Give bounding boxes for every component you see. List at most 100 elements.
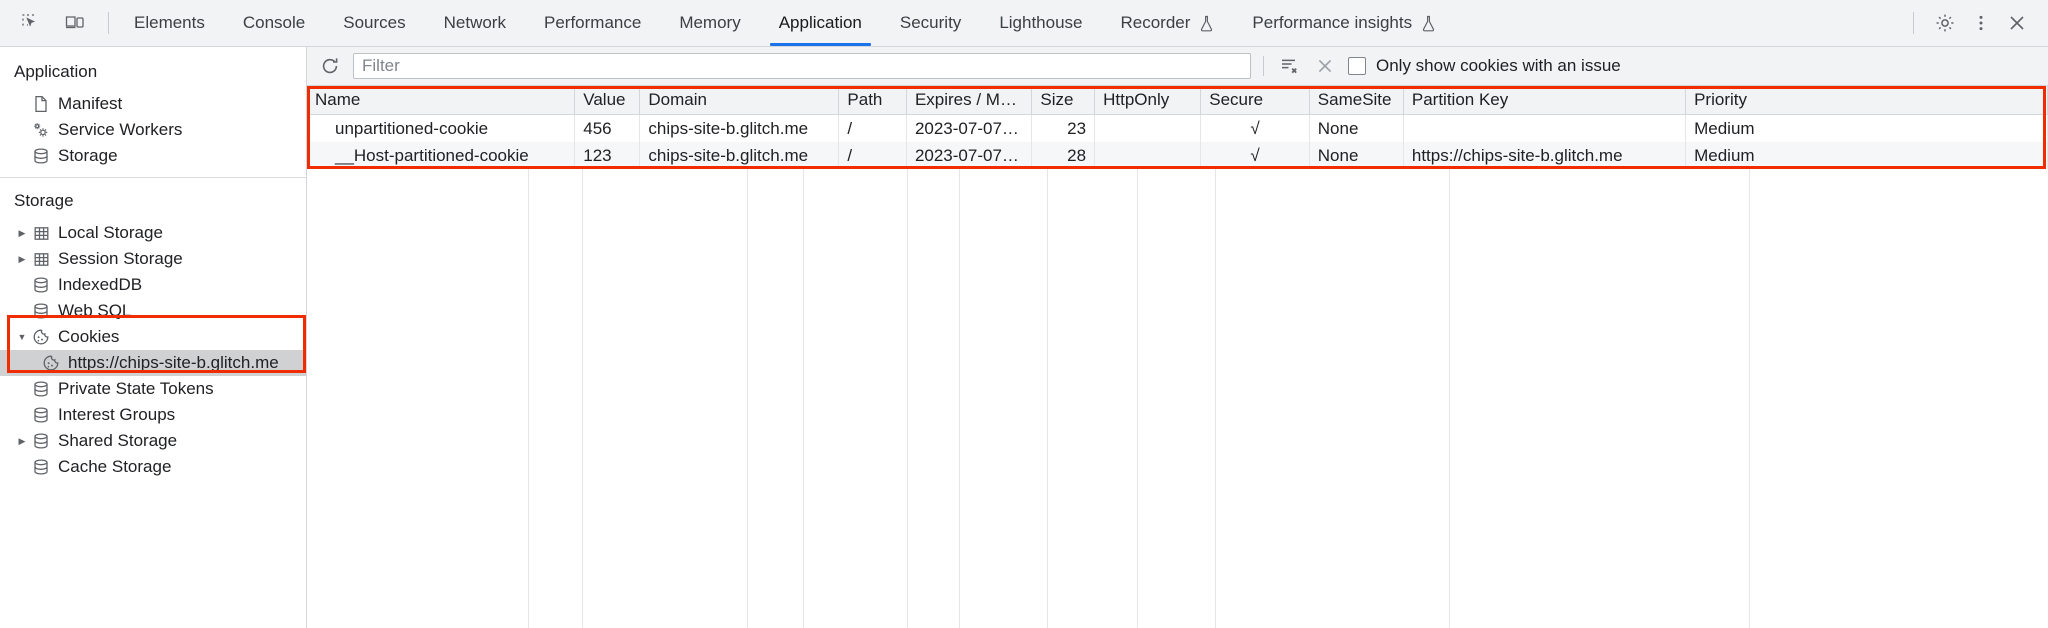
sidebar-item-shared-storage[interactable]: ▶ Shared Storage	[0, 428, 306, 454]
column-header-path[interactable]: Path	[838, 86, 907, 115]
tab-recorder[interactable]: Recorder	[1102, 0, 1234, 46]
tab-label: Security	[899, 13, 962, 32]
sidebar-divider	[0, 177, 306, 178]
sidebar-item-label: Web SQL	[58, 301, 132, 320]
sidebar-item-label: Local Storage	[58, 223, 163, 242]
column-header-partition-key[interactable]: Partition Key	[1403, 86, 1687, 115]
cell-name: __Host-partitioned-cookie	[307, 142, 576, 169]
cell-secure: √	[1200, 114, 1310, 142]
cell-partition-key: https://chips-site-b.glitch.me	[1403, 142, 1687, 169]
table-row[interactable]: unpartitioned-cookie 456 chips-site-b.gl…	[307, 114, 2048, 142]
expand-arrow-icon[interactable]: ▶	[18, 253, 26, 264]
column-header-httponly[interactable]: HttpOnly	[1094, 86, 1202, 115]
expand-arrow-icon[interactable]: ▶	[18, 435, 26, 446]
sidebar-item-cookies[interactable]: ▼ Cookies	[0, 324, 306, 350]
toolbar-divider	[1263, 56, 1264, 76]
database-icon	[30, 379, 52, 399]
tab-security[interactable]: Security	[881, 0, 980, 46]
cell-priority: Medium	[1685, 114, 2048, 142]
sidebar-item-cookie-origin[interactable]: https://chips-site-b.glitch.me	[0, 350, 306, 376]
sidebar-item-label: Interest Groups	[58, 405, 176, 424]
sidebar-item-label: Shared Storage	[58, 431, 178, 450]
gear-icon[interactable]	[1928, 6, 1962, 40]
only-issues-label: Only show cookies with an issue	[1376, 56, 1621, 75]
sidebar-item-service-workers[interactable]: ▶ Service Workers	[0, 117, 306, 143]
tab-application[interactable]: Application	[760, 0, 881, 46]
only-issues-checkbox-row[interactable]: Only show cookies with an issue	[1348, 56, 1621, 76]
sidebar-item-label: IndexedDB	[58, 275, 143, 294]
tab-memory[interactable]: Memory	[660, 0, 759, 46]
tab-lighthouse[interactable]: Lighthouse	[980, 0, 1101, 46]
sidebar-item-manifest[interactable]: ▶ Manifest	[0, 91, 306, 117]
device-toolbar-icon[interactable]	[58, 6, 92, 40]
refresh-icon[interactable]	[317, 53, 343, 79]
close-icon[interactable]	[2000, 6, 2034, 40]
cell-size: 23	[1031, 114, 1096, 142]
tab-performance[interactable]: Performance	[525, 0, 660, 46]
kebab-menu-icon[interactable]	[1964, 6, 1998, 40]
sidebar-item-local-storage[interactable]: ▶ Local Storage	[0, 220, 306, 246]
tab-label: Memory	[679, 13, 741, 32]
panel-tabs: Elements Console Sources Network Perform…	[115, 0, 1455, 46]
cookies-grid-container: Name Value Domain Path Expires / M… Size…	[307, 86, 2048, 628]
document-icon	[30, 94, 52, 114]
tab-label: Recorder	[1120, 13, 1191, 32]
expand-arrow-icon[interactable]: ▶	[18, 227, 26, 238]
sidebar-item-session-storage[interactable]: ▶ Session Storage	[0, 246, 306, 272]
gears-icon	[30, 120, 52, 140]
sidebar-item-web-sql[interactable]: ▶ Web SQL	[0, 298, 306, 324]
sidebar-item-storage[interactable]: ▶ Storage	[0, 143, 306, 169]
cell-samesite: None	[1309, 142, 1404, 169]
column-header-priority[interactable]: Priority	[1685, 86, 2048, 115]
grid-empty-columns	[307, 169, 2048, 628]
sidebar-item-label: Session Storage	[58, 249, 183, 268]
cell-secure: √	[1200, 142, 1310, 169]
sidebar-item-label: Service Workers	[58, 120, 183, 139]
only-issues-checkbox[interactable]	[1348, 57, 1366, 75]
sidebar-item-interest-groups[interactable]: ▶ Interest Groups	[0, 402, 306, 428]
cell-name: unpartitioned-cookie	[307, 114, 576, 142]
tabbar-divider	[108, 12, 109, 34]
table-header-row: Name Value Domain Path Expires / M… Size…	[307, 86, 2048, 115]
column-header-secure[interactable]: Secure	[1200, 86, 1310, 115]
database-icon	[30, 146, 52, 166]
sidebar-item-cache-storage[interactable]: ▶ Cache Storage	[0, 454, 306, 480]
application-sidebar: Application ▶ Manifest ▶	[0, 47, 307, 628]
filter-input[interactable]: Filter	[353, 53, 1251, 79]
cell-domain: chips-site-b.glitch.me	[639, 114, 840, 142]
clear-filters-icon[interactable]	[1276, 53, 1302, 79]
tab-label: Lighthouse	[999, 13, 1083, 32]
column-header-expires[interactable]: Expires / M…	[906, 86, 1033, 115]
sidebar-item-indexeddb[interactable]: ▶ IndexedDB	[0, 272, 306, 298]
tab-console[interactable]: Console	[224, 0, 324, 46]
tab-network[interactable]: Network	[425, 0, 525, 46]
inspect-element-icon[interactable]	[14, 6, 48, 40]
column-header-value[interactable]: Value	[574, 86, 641, 115]
collapse-arrow-icon[interactable]: ▼	[17, 332, 27, 342]
cell-value: 456	[574, 114, 641, 142]
column-header-domain[interactable]: Domain	[639, 86, 840, 115]
tab-label: Performance	[543, 13, 642, 32]
database-icon	[30, 301, 52, 321]
cell-path: /	[838, 114, 907, 142]
column-header-name[interactable]: Name	[307, 86, 576, 115]
cookies-toolbar: Filter Only show cookies with	[307, 47, 2048, 86]
tabbar-right-tools	[1909, 0, 2048, 46]
table-icon	[30, 223, 52, 243]
clear-all-icon[interactable]	[1312, 53, 1338, 79]
sidebar-item-label: Cookies	[58, 327, 120, 346]
sidebar-item-label: Storage	[58, 146, 118, 165]
cookie-icon	[30, 327, 52, 347]
tab-label: Network	[443, 13, 506, 32]
table-icon	[30, 249, 52, 269]
database-icon	[30, 457, 52, 477]
sidebar-item-private-state-tokens[interactable]: ▶ Private State Tokens	[0, 376, 306, 402]
tab-performance-insights[interactable]: Performance insights	[1233, 0, 1455, 46]
column-header-size[interactable]: Size	[1031, 86, 1096, 115]
tab-elements[interactable]: Elements	[115, 0, 224, 46]
table-row[interactable]: __Host-partitioned-cookie 123 chips-site…	[307, 142, 2048, 169]
column-header-samesite[interactable]: SameSite	[1309, 86, 1404, 115]
cookies-panel: Filter Only show cookies with	[307, 47, 2048, 628]
tab-sources[interactable]: Sources	[324, 0, 424, 46]
